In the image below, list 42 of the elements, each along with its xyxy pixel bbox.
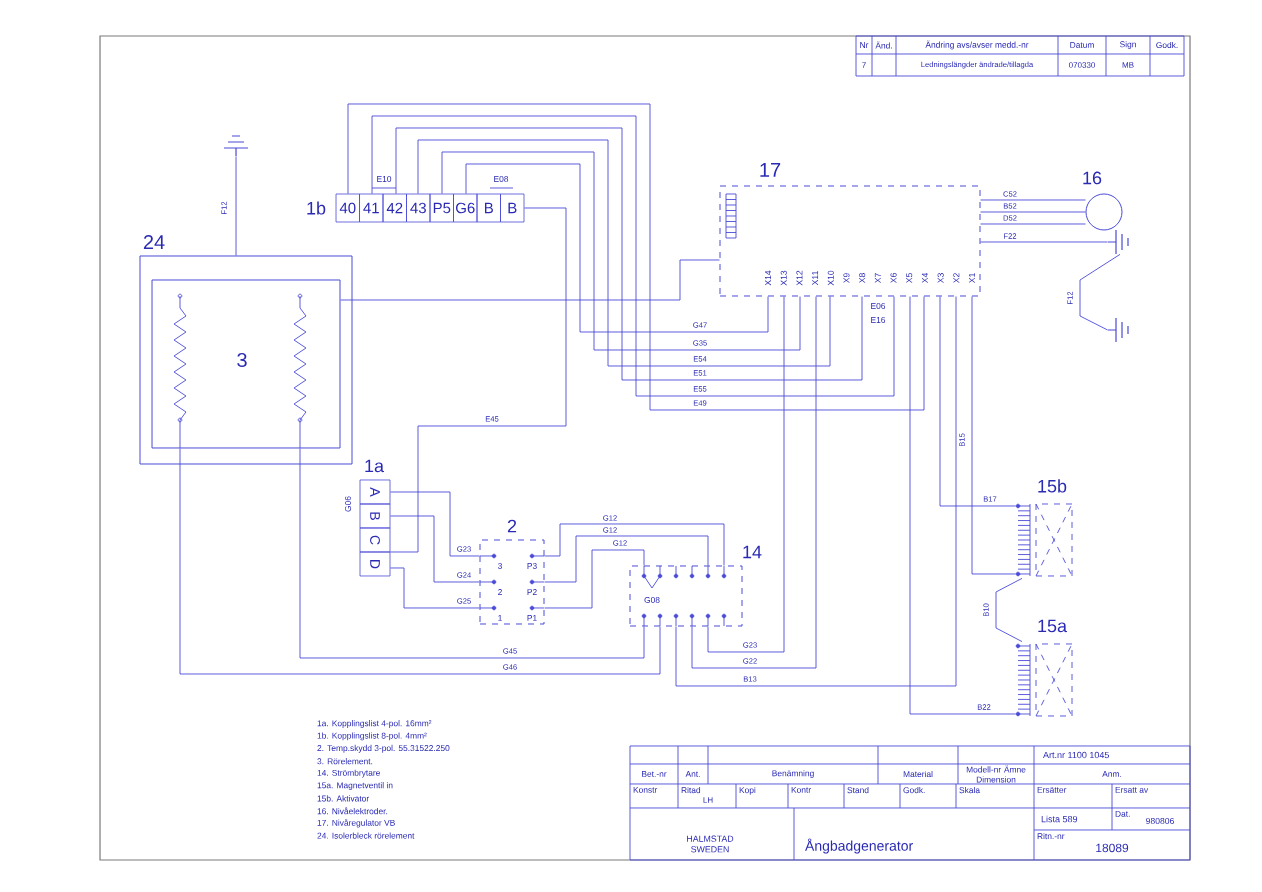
wire: [1079, 253, 1121, 331]
wire: [980, 199, 1086, 201]
wire: [544, 523, 725, 566]
wire: [441, 151, 801, 351]
component-number: 1b: [307, 201, 326, 215]
component-number: 15b: [1038, 479, 1067, 493]
ground-symbol: [1107, 229, 1129, 255]
wire: [371, 115, 895, 397]
wire: [544, 549, 645, 609]
wire: [389, 491, 480, 557]
wire: [235, 155, 237, 256]
wire: [691, 296, 817, 669]
wire: [995, 577, 1023, 643]
component-number: 17: [760, 163, 781, 177]
component-number: 2: [507, 519, 517, 533]
ground-symbol: [223, 135, 249, 157]
component-number: 14: [743, 545, 762, 559]
wire: [340, 259, 720, 301]
wire: [980, 223, 1086, 225]
wire: [980, 211, 1086, 213]
wire: [299, 448, 645, 659]
wire: [389, 207, 567, 553]
wire: [389, 567, 480, 609]
component-number: 16: [1083, 171, 1102, 185]
component-number: 24: [143, 235, 165, 249]
wire: [179, 448, 661, 675]
wire: [417, 139, 831, 367]
component-number: 1a: [365, 459, 384, 473]
wire: [465, 163, 769, 333]
wire: [395, 127, 863, 381]
wire: [909, 296, 1017, 715]
wire: [347, 103, 925, 411]
wire: [971, 296, 1017, 575]
wire: [544, 535, 709, 583]
wire: [675, 296, 957, 687]
wire: [939, 296, 1017, 507]
wire: [980, 241, 1109, 243]
component-number: 3: [237, 352, 247, 368]
component-number: 15a: [1038, 619, 1067, 633]
wire: [707, 296, 785, 653]
wire: [389, 515, 480, 583]
ground-symbol: [1107, 317, 1129, 343]
